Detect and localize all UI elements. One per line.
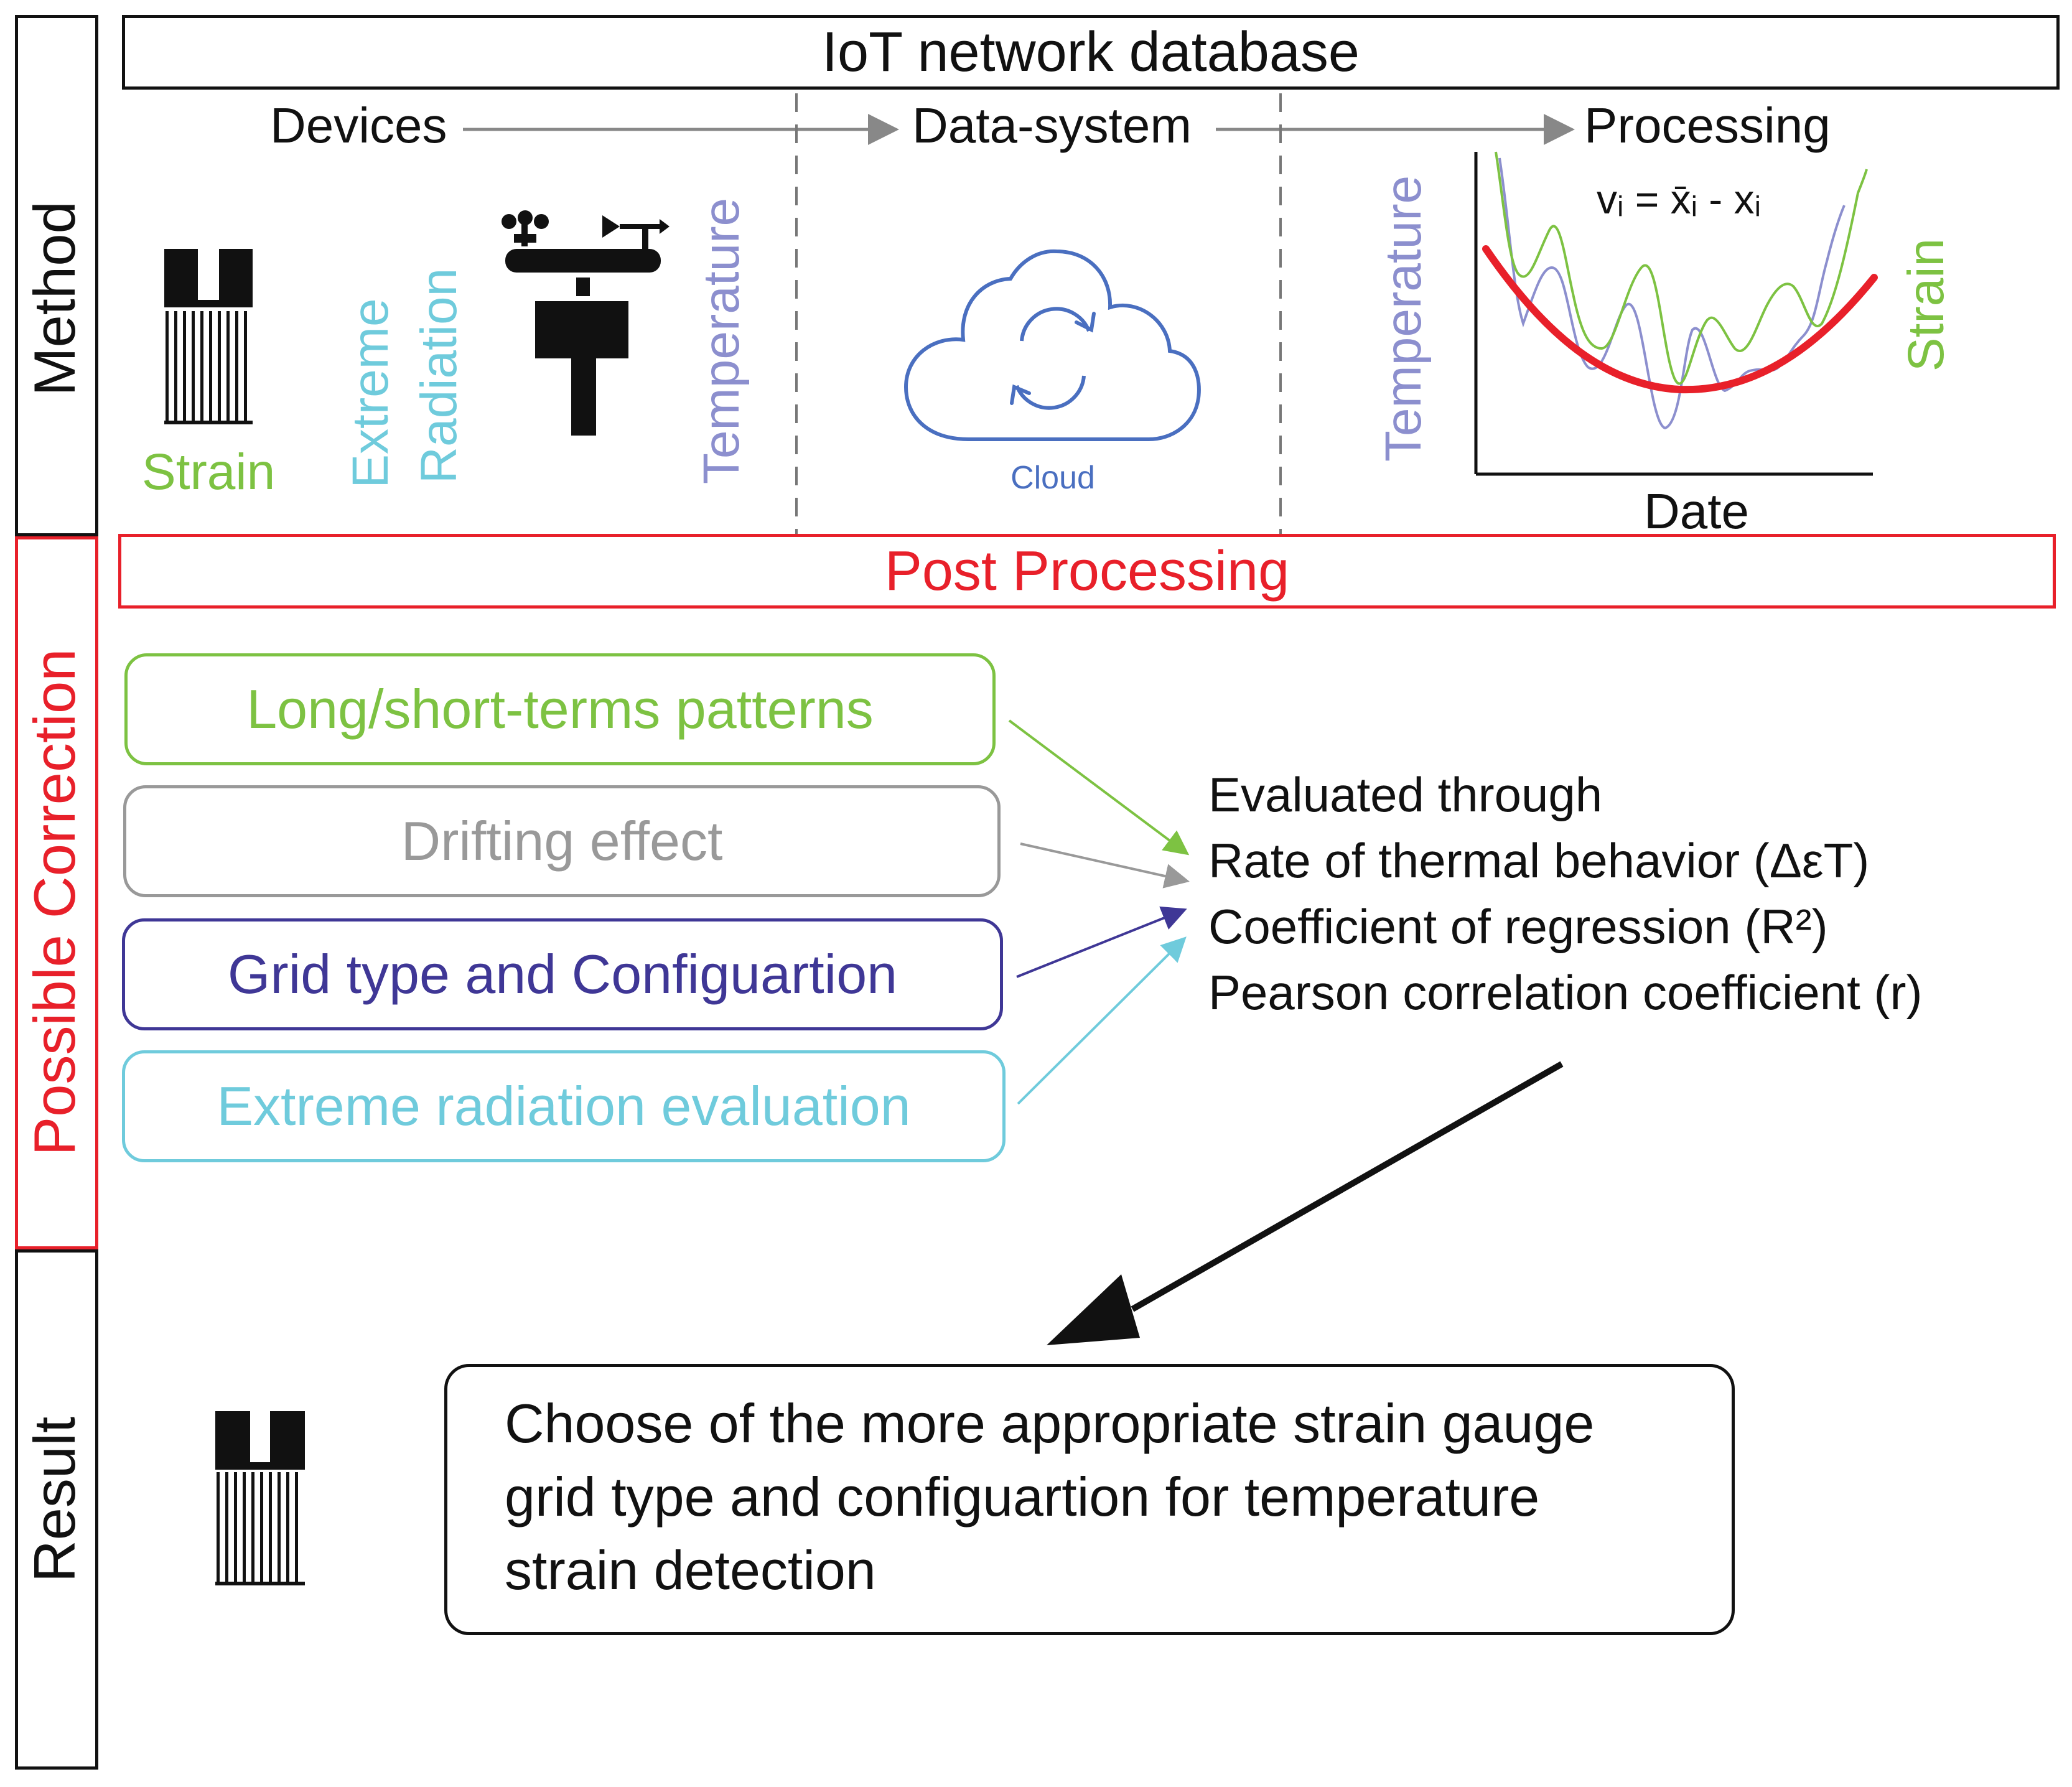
- result-text-line-1: Choose of the more appropriate strain ga…: [505, 1393, 1595, 1454]
- result-section-box: [15, 1249, 98, 1770]
- grid-type-arrow: [1016, 906, 1187, 978]
- correction-label: Drifting effect: [401, 810, 723, 872]
- strain-label: Strain: [142, 444, 276, 500]
- post-processing-header: Post Processing: [118, 534, 2056, 609]
- correction-grid-type: Grid type and Configuartion: [122, 918, 1003, 1030]
- result-text-line-3: strain detection: [505, 1539, 876, 1601]
- correction-label: Long/short-terms patterns: [246, 678, 874, 740]
- processing-label: Processing: [1584, 98, 1831, 153]
- iot-database-header: IoT network database: [122, 15, 2060, 90]
- temperature-series-line: [1498, 157, 1846, 430]
- evaluation-heading: Evaluated through: [1208, 767, 1603, 822]
- data-system-label: Data-system: [912, 98, 1192, 153]
- correction-long-short-terms: Long/short-terms patterns: [124, 653, 996, 765]
- cloud-label: Cloud: [1010, 460, 1095, 496]
- strain-series-line: [1495, 151, 1868, 385]
- post-processing-title: Post Processing: [884, 539, 1290, 602]
- correction-drifting-effect: Drifting effect: [123, 785, 1001, 897]
- radiation-arrow: [1017, 936, 1187, 1105]
- weather-station-icon: [502, 210, 670, 436]
- result-box: Choose of the more appropriate strain ga…: [444, 1364, 1735, 1635]
- drifting-arrow: [1020, 842, 1190, 889]
- plot-date-label: Date: [1644, 483, 1749, 539]
- result-text-line-2: grid type and configuartion for temperat…: [505, 1466, 1540, 1528]
- cloud-icon: [903, 249, 1201, 441]
- correction-extreme-radiation: Extreme radiation evaluation: [122, 1050, 1006, 1162]
- processing-plot: [1474, 151, 1878, 476]
- result-strain-gauge-icon: [215, 1411, 305, 1585]
- evaluation-metric-pearson: Pearson correlation coefficient (r): [1208, 965, 1923, 1020]
- header-title: IoT network database: [822, 21, 1360, 83]
- mean-fit-curve: [1482, 245, 1878, 394]
- patterns-arrow: [1008, 719, 1190, 856]
- correction-label: Extreme radiation evaluation: [217, 1075, 911, 1137]
- correction-label: Grid type and Configuartion: [227, 943, 898, 1005]
- plot-formula: vᵢ = x̄ᵢ - xᵢ: [1597, 176, 1761, 222]
- method-section-box: [15, 15, 98, 536]
- devices-label: Devices: [270, 98, 447, 153]
- evaluation-metric-thermal-rate: Rate of thermal behavior (ΔεT): [1208, 833, 1870, 888]
- evaluation-metric-regression: Coefficient of regression (R²): [1208, 899, 1828, 954]
- possible-correction-section-box: [15, 536, 98, 1249]
- strain-gauge-icon: [164, 249, 253, 424]
- result-arrow: [1047, 1061, 1564, 1345]
